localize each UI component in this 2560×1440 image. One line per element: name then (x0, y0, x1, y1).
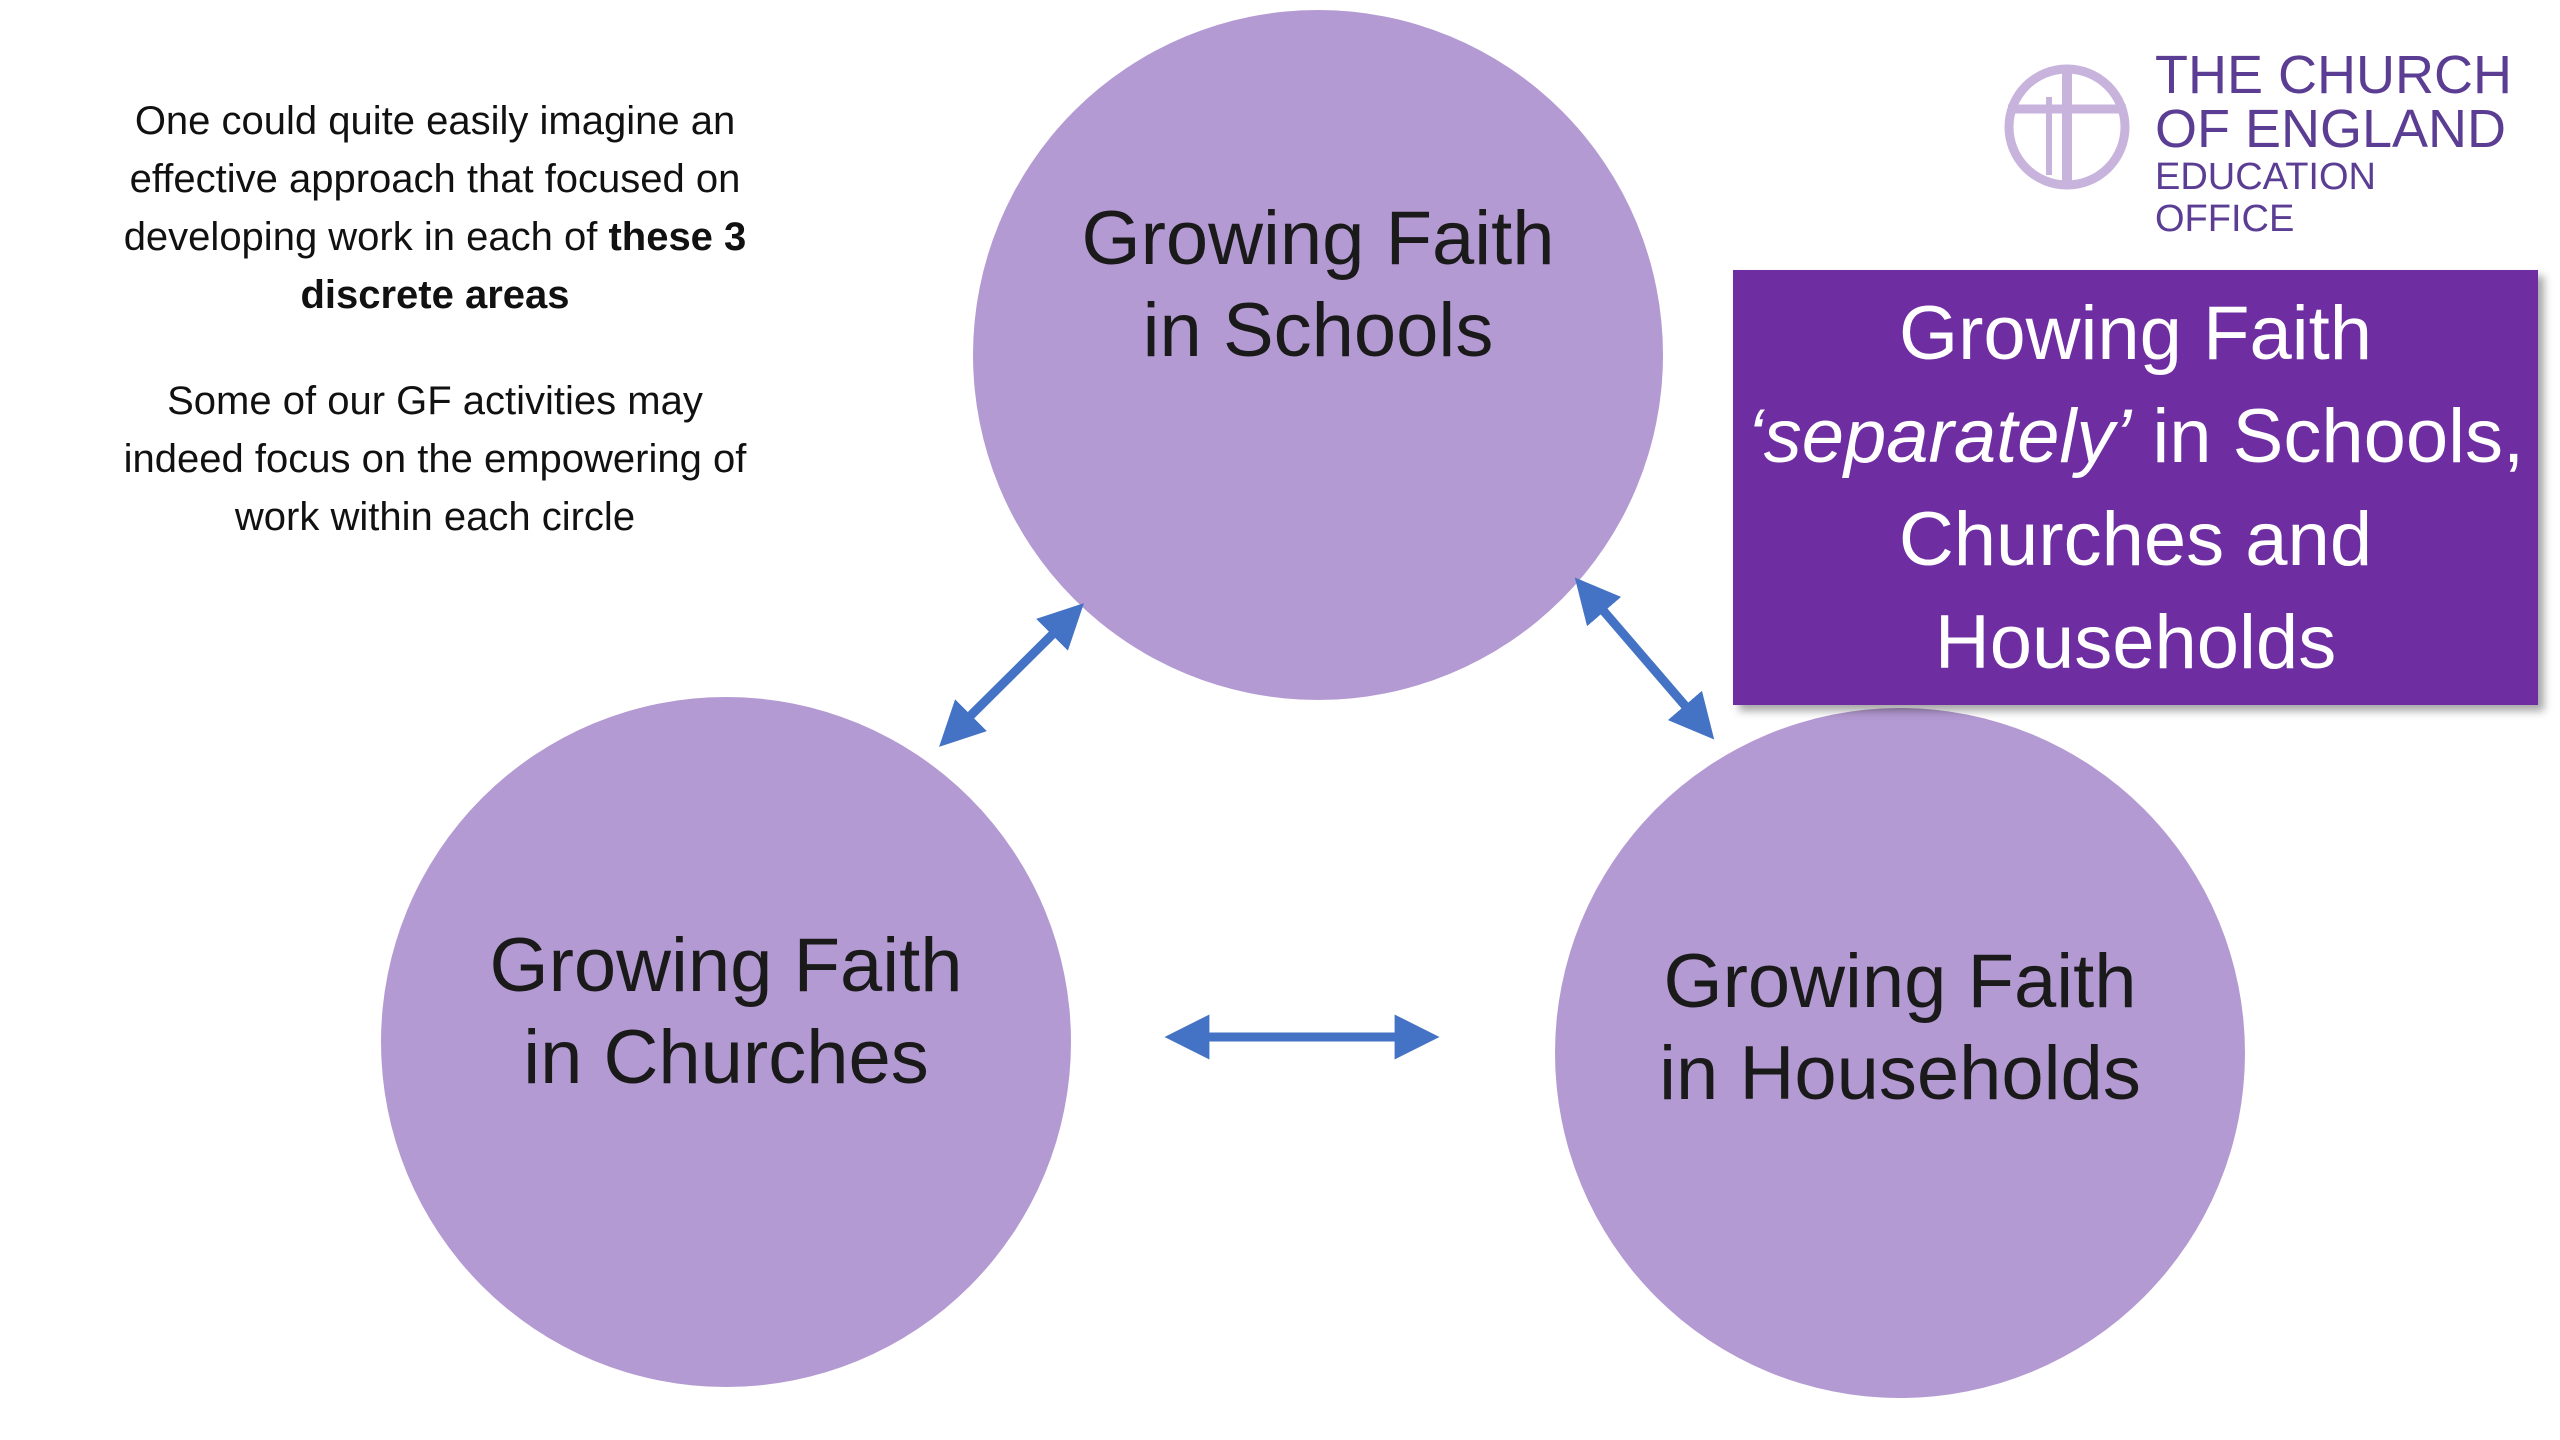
circle-churches: Growing Faith in Churches (381, 697, 1071, 1387)
circle-households-line-2: in Households (1659, 1031, 2141, 1116)
circle-households: Growing Faith in Households (1555, 708, 2245, 1398)
callout-line-1: Growing Faith (1898, 290, 2373, 376)
callout-text: Growing Faith ‘separately’ in Schools, C… (1747, 282, 2524, 694)
intro-p1-text: One could quite easily imagine an effect… (123, 99, 741, 259)
circle-churches-label: Growing Faith in Churches (446, 920, 1006, 1104)
logo-line-2: OF ENGLAND (2155, 99, 2507, 159)
callout-line-3: Churches and (1898, 496, 2373, 582)
intro-text: One could quite easily imagine an effect… (120, 92, 750, 594)
church-of-england-logo: THE CHURCH OF ENGLAND EDUCATION OFFICE (2000, 42, 2520, 240)
intro-p1-emphasis: these 3 discrete areas (300, 215, 747, 317)
callout-line-2-rest: in Schools, (2131, 393, 2525, 479)
arrow-schools-churches (939, 603, 1084, 747)
circle-churches-line-2: in Churches (523, 1015, 929, 1100)
logo-line-1: THE CHURCH (2155, 45, 2512, 105)
logo-wordmark: THE CHURCH OF ENGLAND EDUCATION OFFICE (2155, 48, 2520, 240)
circle-households-line-1: Growing Faith (1663, 939, 2137, 1024)
cross-in-circle-icon (2004, 64, 2130, 190)
callout-line-4: Households (1934, 599, 2337, 685)
intro-paragraph-2: Some of our GF activities may indeed foc… (123, 379, 747, 539)
logo-line-3: EDUCATION OFFICE (2155, 156, 2376, 240)
circle-schools-line-2: in Schools (1142, 288, 1494, 373)
circle-schools-label: Growing Faith in Schools (1038, 193, 1598, 377)
intro-paragraph-1: One could quite easily imagine an effect… (120, 92, 750, 324)
circle-churches-line-1: Growing Faith (489, 923, 963, 1008)
circle-households-label: Growing Faith in Households (1620, 936, 2180, 1120)
circle-schools: Growing Faith in Schools (973, 10, 1663, 700)
circle-schools-line-1: Growing Faith (1081, 196, 1555, 281)
callout-line-2: ‘separately’ in Schools, (1747, 385, 2524, 488)
callout-box: Growing Faith ‘separately’ in Schools, C… (1733, 270, 2538, 705)
callout-emphasis: ‘separately’ (1746, 393, 2132, 479)
arrow-schools-households (1574, 577, 1715, 740)
